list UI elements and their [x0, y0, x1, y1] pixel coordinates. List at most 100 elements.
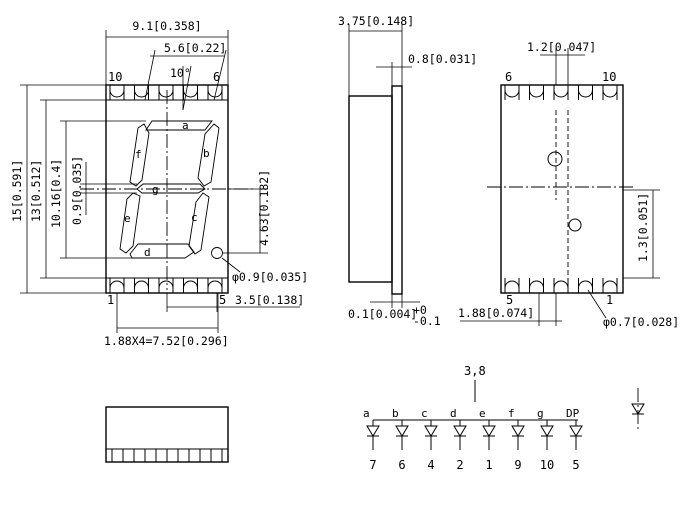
- pin-pad: [183, 85, 198, 100]
- circuit-pin-5: 5: [572, 458, 579, 472]
- segment-c: [188, 192, 210, 255]
- decimal-point: [211, 247, 223, 259]
- window-height-dim: 13[0.512]: [29, 160, 43, 222]
- seven-segment-digit: [119, 120, 223, 259]
- front-pin-10: 10: [108, 70, 122, 84]
- pin-pad: [529, 278, 544, 293]
- segment-d: [129, 243, 195, 259]
- back-mount-hole-2: [568, 218, 582, 232]
- circuit-seg-label-e: e: [479, 407, 486, 420]
- dp-diameter-dim: φ0.9[0.035]: [232, 270, 308, 284]
- pin-pad: [207, 85, 223, 100]
- back-pin-6: 6: [505, 70, 512, 84]
- circuit-seg-label-a: a: [363, 407, 370, 420]
- back-pitch-dim: 1.2[0.047]: [527, 40, 596, 54]
- pin-pad: [602, 85, 618, 100]
- front-width-dim: 9.1[0.358]: [132, 19, 201, 33]
- diode-icon: [366, 425, 380, 437]
- side-body: [348, 95, 393, 283]
- pin-pad: [134, 85, 149, 100]
- pin-pad: [578, 278, 593, 293]
- pin-pad: [504, 85, 520, 100]
- side-tolerance-minus: -0.1: [413, 314, 441, 328]
- seg-label-f: f: [135, 148, 142, 161]
- pad-offset-dim: 1.88[0.074]: [458, 306, 534, 320]
- diode-icon: [540, 425, 554, 437]
- side-tolerance-dim: 0.1[0.004]: [348, 307, 417, 321]
- circuit-pin-7: 7: [369, 458, 376, 472]
- circuit-pin-10: 10: [540, 458, 554, 472]
- digit-height-dim: 10.16[0.4]: [49, 159, 63, 228]
- pin-pad: [529, 85, 544, 100]
- pin-pad: [578, 85, 593, 100]
- front-pin-6: 6: [213, 70, 220, 84]
- back-body: [500, 84, 624, 294]
- circuit-pin-1: 1: [485, 458, 492, 472]
- seg-label-c: c: [191, 211, 198, 224]
- digit-width-dim: 5.6[0.22]: [164, 41, 226, 55]
- side-tolerance-plus: +0: [413, 303, 427, 317]
- pin-pad: [553, 278, 569, 293]
- slant-angle-dim: 10°: [170, 66, 191, 80]
- diode-icon: [511, 425, 525, 437]
- segment-a: [145, 120, 213, 131]
- front-pin-5: 5: [219, 293, 226, 307]
- front-pin-1: 1: [107, 293, 114, 307]
- pin-pad: [504, 278, 520, 293]
- common-pins: 3,8: [464, 364, 486, 378]
- pin-pad: [134, 278, 149, 293]
- pin-pad: [207, 278, 223, 293]
- diode-icon: [424, 425, 438, 437]
- circuit-seg-label-b: b: [392, 407, 399, 420]
- back-pin-10: 10: [602, 70, 616, 84]
- segment-e: [119, 192, 141, 254]
- side-view: 3.75[0.148] 0.8[0.031] 0.1[0.004] +0 -0.…: [338, 14, 477, 328]
- bottom-leads: [111, 449, 223, 462]
- circuit-pin-6: 6: [398, 458, 405, 472]
- height-dim: 15[0.591]: [10, 160, 24, 222]
- pin-pad: [183, 278, 198, 293]
- circuit-pin-4: 4: [427, 458, 434, 472]
- legend-diode-icon: [631, 403, 645, 415]
- diode-icon: [482, 425, 496, 437]
- seg-label-g: g: [152, 183, 159, 196]
- back-mount-hole-1: [547, 151, 563, 167]
- segment-width-dim: 0.9[0.035]: [70, 156, 84, 225]
- back-pin-5: 5: [506, 293, 513, 307]
- segment-f: [129, 123, 150, 187]
- circuit-seg-label-dp: DP: [566, 407, 580, 420]
- pin-pad: [158, 85, 174, 100]
- front-bottom-pins: [109, 278, 223, 293]
- circuit-pin-9: 9: [514, 458, 521, 472]
- side-lead-dim: 0.8[0.031]: [408, 52, 477, 66]
- pin-pad: [158, 278, 174, 293]
- circuit-seg-label-g: g: [537, 407, 544, 420]
- diode-icon: [395, 425, 409, 437]
- diode-icon: [453, 425, 467, 437]
- pin-pad: [109, 278, 125, 293]
- back-bottom-pins: [504, 278, 618, 293]
- circuit-seg-label-f: f: [508, 407, 515, 420]
- pin-pad: [109, 85, 125, 100]
- seg-label-d: d: [144, 246, 151, 259]
- pad-height-dim: 1.3[0.051]: [636, 193, 650, 262]
- diode-icon: [569, 425, 583, 437]
- segment-b: [197, 123, 220, 187]
- pin-pad: [602, 278, 618, 293]
- circuit-seg-label-c: c: [421, 407, 428, 420]
- back-view: 6 10 5 1 1.2[0.047] 1.3[0.051] 1.88[0.07…: [458, 40, 679, 329]
- dp-offset-dim: 4.63[0.182]: [257, 170, 271, 246]
- segment-g: [136, 183, 206, 194]
- seg-label-a: a: [182, 119, 189, 132]
- front-top-pins: [109, 85, 223, 100]
- pin-offset-dim: 3.5[0.138]: [235, 293, 304, 307]
- pin-pad: [553, 85, 569, 100]
- bottom-view: [105, 406, 229, 463]
- back-pin-1: 1: [606, 293, 613, 307]
- circuit-seg-label-d: d: [450, 407, 457, 420]
- seg-label-b: b: [203, 147, 210, 160]
- front-view: 9.1[0.358] 10 6 1 5 5.6[0.22] 10°: [10, 19, 308, 348]
